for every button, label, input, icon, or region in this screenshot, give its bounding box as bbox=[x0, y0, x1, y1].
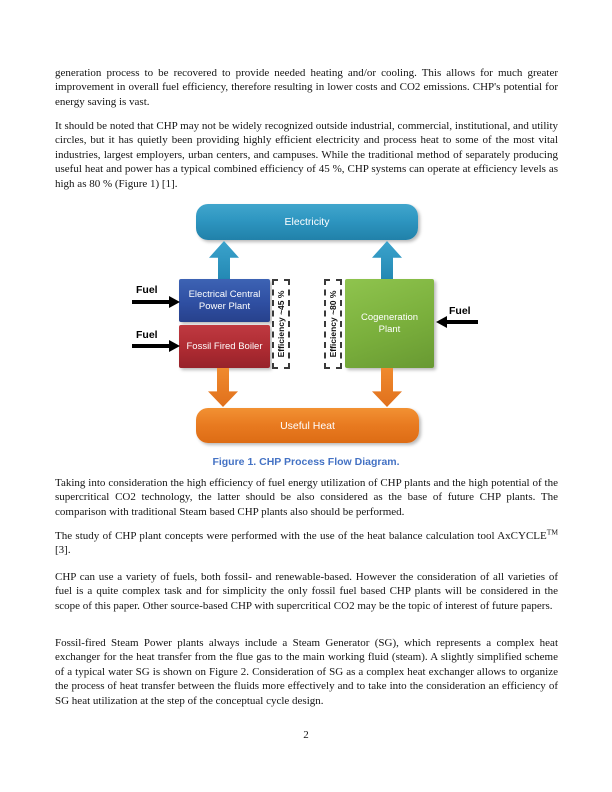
fossil-fired-boiler-box: Fossil Fired Boiler bbox=[179, 325, 270, 368]
efficiency-45-dashed-box: Efficiency ~45 % bbox=[272, 279, 290, 369]
paragraph-1: generation process to be recovered to pr… bbox=[55, 67, 558, 108]
cogeneration-label: Cogeneration Plant bbox=[360, 311, 419, 335]
paragraph-6: Fossil-fired Steam Power plants always i… bbox=[55, 637, 558, 707]
figure-1-caption: Figure 1. CHP Process Flow Diagram. bbox=[212, 456, 400, 468]
fuel-arrowhead-icon bbox=[436, 316, 447, 328]
efficiency-80-label: Efficiency ~80 % bbox=[328, 290, 338, 358]
cogeneration-plant-box: Cogeneration Plant bbox=[345, 279, 434, 368]
fuel-label: Fuel bbox=[136, 284, 158, 296]
fuel-arrowhead-icon bbox=[169, 340, 180, 352]
electrical-plant-label: Electrical Central Power Plant bbox=[188, 289, 261, 312]
electrical-central-power-plant-box: Electrical Central Power Plant bbox=[179, 279, 270, 322]
fuel-arrow-icon bbox=[132, 344, 170, 348]
fuel-label: Fuel bbox=[449, 305, 471, 317]
paragraph-4-citation: [3]. bbox=[55, 544, 71, 557]
fuel-arrow-icon bbox=[132, 300, 170, 304]
efficiency-45-label: Efficiency ~45 % bbox=[276, 290, 286, 358]
paragraph-5: CHP can use a variety of fuels, both fos… bbox=[55, 571, 558, 612]
boiler-label: Fossil Fired Boiler bbox=[186, 341, 263, 352]
paragraph-4-text: The study of CHP plant concepts were per… bbox=[55, 530, 547, 542]
fuel-arrow-icon bbox=[446, 320, 478, 324]
up-arrow-icon bbox=[372, 241, 402, 279]
efficiency-80-dashed-box: Efficiency ~80 % bbox=[324, 279, 342, 369]
fuel-arrowhead-icon bbox=[169, 296, 180, 308]
down-arrow-icon bbox=[208, 368, 238, 407]
electricity-box: Electricity bbox=[196, 204, 418, 240]
trademark-superscript: TM bbox=[546, 527, 558, 537]
paragraph-3: Taking into consideration the high effic… bbox=[55, 477, 558, 518]
page-number: 2 bbox=[303, 729, 309, 741]
paragraph-4: The study of CHP plant concepts were per… bbox=[55, 527, 558, 558]
useful-heat-label: Useful Heat bbox=[280, 419, 335, 432]
electricity-label: Electricity bbox=[284, 216, 330, 228]
down-arrow-icon bbox=[372, 368, 402, 407]
useful-heat-box: Useful Heat bbox=[196, 408, 419, 443]
paragraph-2: It should be noted that CHP may not be w… bbox=[55, 120, 558, 190]
up-arrow-icon bbox=[209, 241, 239, 279]
fuel-label: Fuel bbox=[136, 329, 158, 341]
